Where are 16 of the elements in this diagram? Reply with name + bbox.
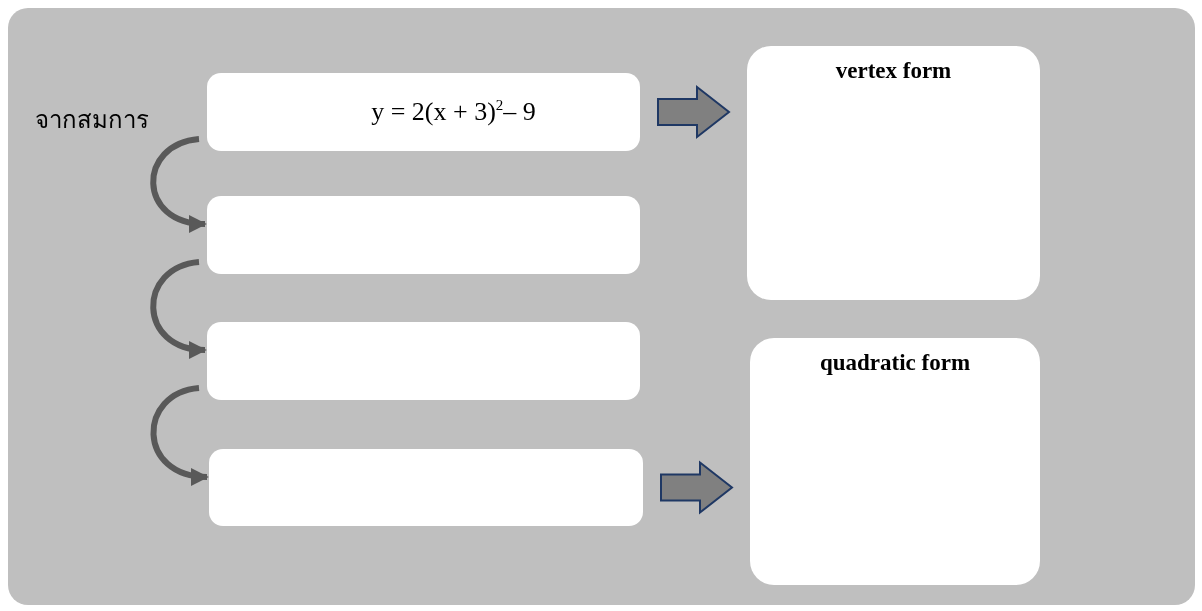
curved-arrow xyxy=(150,259,207,358)
result-card xyxy=(750,338,1040,585)
block-arrow xyxy=(657,84,731,140)
empty-step-box xyxy=(207,196,640,274)
result-card xyxy=(747,46,1040,300)
curved-arrow xyxy=(150,136,207,232)
empty-step-box xyxy=(209,449,643,526)
card-title: vertex form xyxy=(835,58,952,84)
background-panel xyxy=(8,8,1195,605)
equation-label: จากสมการ xyxy=(35,106,149,135)
step-box xyxy=(207,73,640,151)
curved-arrow xyxy=(150,385,209,485)
equation-text: y = 2(x + 3)$^{2}$– 9 xyxy=(371,97,536,127)
card-title: quadratic form xyxy=(819,350,971,376)
block-arrow xyxy=(660,460,734,515)
empty-step-box xyxy=(207,322,640,400)
